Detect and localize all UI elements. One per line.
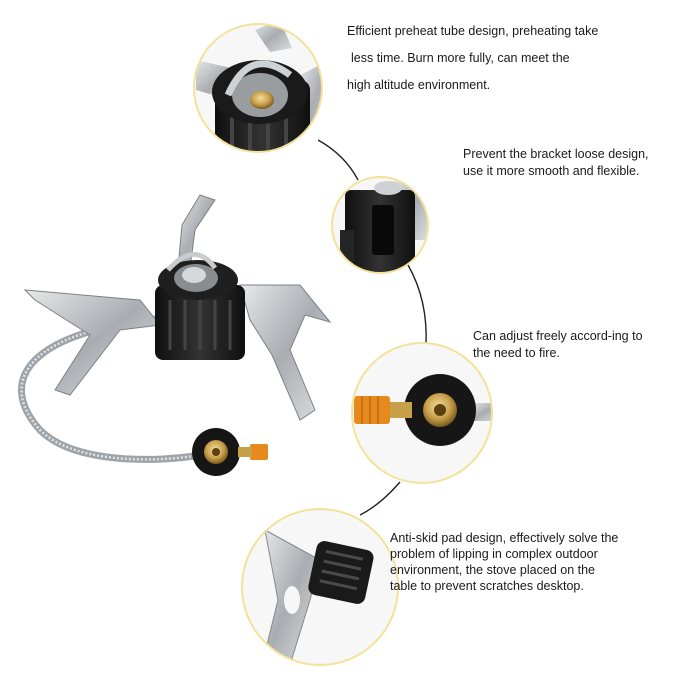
caption-adjust: Can adjust freely accord-ing to the need…	[473, 328, 643, 362]
caption-bracket: Prevent the bracket loose design, use it…	[463, 146, 649, 180]
caption-line: less time. Burn more fully, can meet the	[351, 51, 570, 65]
caption-line: table to prevent scratches desktop.	[390, 579, 584, 593]
caption-line: high altitude environment.	[347, 78, 491, 92]
detail-circle-regulator	[351, 342, 493, 484]
caption-line: Can adjust freely accord-ing to	[473, 329, 643, 343]
support-arm-right	[239, 284, 332, 421]
caption-line: use it more smooth and flexible.	[463, 164, 640, 178]
caption-line: Prevent the bracket loose design,	[463, 147, 649, 161]
caption-antiskid: Anti-skid pad design, effectively solve …	[390, 530, 618, 594]
main-stove	[18, 194, 332, 476]
caption-line: problem of lipping in complex outdoor	[390, 547, 598, 561]
support-arm-left	[23, 289, 161, 396]
detail-circle-preheat	[193, 23, 323, 153]
detail-circle-bracket	[331, 176, 429, 274]
detail-circle-antiskid	[241, 508, 399, 666]
caption-line: Anti-skid pad design, effectively solve …	[390, 531, 619, 545]
caption-preheat: Efficient preheat tube design, preheatin…	[347, 18, 598, 99]
orange-valve	[250, 444, 268, 460]
caption-line: environment, the stove placed on the	[390, 563, 595, 577]
connector-lines	[317, 139, 427, 516]
caption-line: the need to fire.	[473, 346, 560, 360]
caption-line: Efficient preheat tube design, preheatin…	[347, 24, 599, 38]
